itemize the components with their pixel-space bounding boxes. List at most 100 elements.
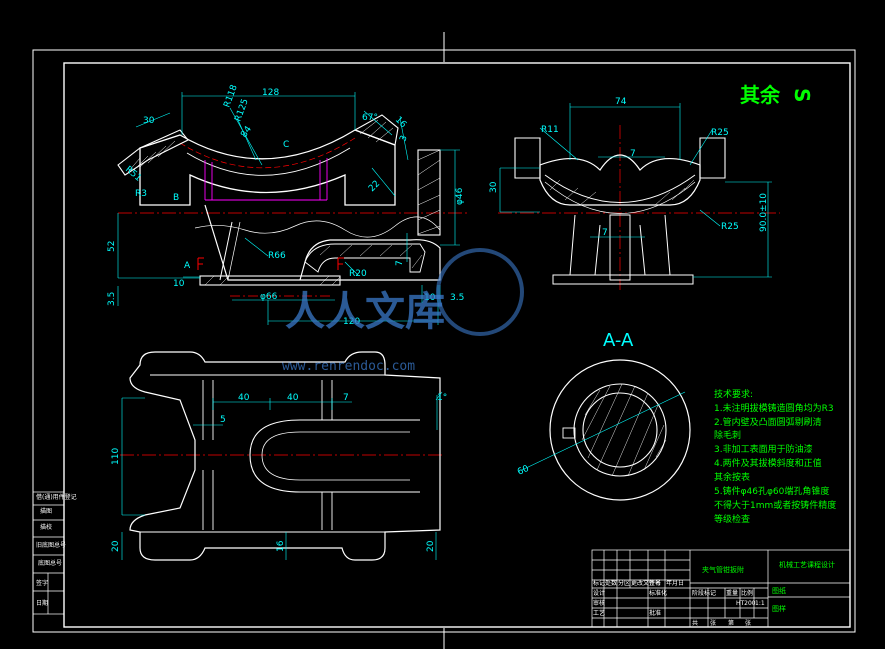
inner-border (63, 62, 851, 628)
dim-text: 84 (239, 124, 254, 139)
code-label: 图纸 (772, 586, 786, 595)
dim-text: 3 (398, 134, 409, 143)
tb-cell: 签名 (649, 579, 661, 587)
tb-cell: 共 (692, 619, 698, 627)
tb-cell: 处数 (605, 579, 617, 587)
tech-requirements: 技术要求: 1.未注明拔模铸造圆角均为R3 2.管内壁及凸面圆弧剔刷清 除毛刺 … (714, 388, 836, 525)
tb-cell: 第 (728, 619, 734, 627)
watermark: 人人文库 www.renrendoc.com (282, 248, 524, 374)
tb-cell: 标准化 (649, 589, 667, 597)
tb-cell: 年月日 (666, 579, 684, 587)
dim-text: 3.5 (107, 292, 117, 306)
dim-text: R11 (541, 125, 559, 135)
dim-text: 10 (424, 293, 436, 303)
dim-text: A (184, 261, 191, 271)
dim-text: 7 (395, 260, 405, 266)
side-strip-label: 旧底图总号 (36, 541, 66, 549)
side-strip-labels: 借(通)用件登记 描图 描校 旧底图总号 底图总号 签字 日期 (36, 493, 77, 607)
dim-text: R3 (135, 189, 147, 199)
tb-cell: 比例 (741, 589, 753, 597)
dim-text: C (283, 140, 289, 150)
tb-cell: 1:1 (755, 600, 765, 607)
dim-text: 60 (516, 464, 531, 478)
tb-cell: HT200 (736, 600, 756, 607)
dim-text: R125 (233, 98, 250, 123)
dim-text: 30 (489, 181, 499, 193)
dim-text: φ66 (260, 292, 278, 302)
dim-text: 40 (287, 393, 299, 403)
watermark-text: 人人文库 (285, 289, 445, 335)
tb-cell: 张 (745, 619, 751, 627)
section-markers (197, 257, 344, 270)
section-aa[interactable] (521, 359, 691, 501)
tb-cell: 设计 (593, 589, 605, 597)
tb-cell: 审核 (593, 599, 605, 607)
tech-line: 1.未注明拔模铸造圆角均为R3 (714, 402, 834, 414)
watermark-url: www.renrendoc.com (282, 359, 415, 374)
dim-text: 74 (615, 97, 627, 107)
dim-text: φ46 (455, 187, 465, 205)
title-block-text: 夹气管钳扳附 机械工艺课程设计 图纸 图样 标记 处数 分区 更改文件号 签名 … (593, 560, 835, 627)
tech-line: 不得大于1mm或者按铸件精度 (714, 499, 836, 511)
side-strip (32, 491, 65, 615)
tb-cell: 标记 (593, 579, 605, 587)
side-strip-label: 日期 (36, 599, 48, 607)
side-view-dimensions (499, 103, 772, 278)
tb-cell: 阶段标记 (692, 589, 716, 597)
side-view-dim-texts: 74 R11 R25 R25 30 7 7 90.0±10 (489, 97, 769, 238)
tb-cell: 张 (710, 619, 716, 627)
tech-line: 除毛刺 (714, 429, 741, 441)
dim-text: 20 (426, 540, 436, 552)
section-title: A-A (603, 330, 634, 351)
dim-text: 128 (262, 88, 279, 98)
corner-label: 其余 (740, 83, 781, 107)
side-strip-label: 描校 (40, 523, 52, 531)
dim-text: 3.5 (450, 293, 464, 303)
tech-line: 3.非加工表面用于防油漆 (714, 443, 813, 455)
title-block (591, 549, 851, 628)
tech-line: 4.两件及其拔模斜度和正值 (714, 457, 822, 469)
dim-text: 16 (393, 115, 408, 130)
dim-text: 67° (362, 113, 378, 123)
dim-text: 30 (143, 116, 155, 126)
dim-text: R25 (721, 222, 739, 232)
dim-text: 16 (276, 540, 286, 552)
dim-text: 1° (437, 393, 447, 403)
tech-title: 技术要求: (714, 388, 753, 400)
front-view[interactable] (117, 114, 470, 297)
outer-border (32, 49, 856, 633)
dim-text: 22 (367, 179, 382, 194)
dim-text: 5 (220, 415, 226, 425)
side-strip-label: 底图总号 (38, 559, 62, 567)
top-view-dimensions (121, 391, 443, 560)
side-strip-label: 借(通)用件登记 (36, 493, 77, 501)
side-view[interactable] (498, 125, 780, 290)
dim-text: R20 (349, 269, 367, 279)
dim-text: 20 (111, 540, 121, 552)
dim-text: 110 (111, 448, 121, 465)
dim-text: R66 (268, 251, 286, 261)
side-strip-label: 签字 (36, 579, 48, 587)
dim-text: B (173, 193, 179, 203)
dim-text: 10 (173, 279, 185, 289)
tb-cell: 工艺 (593, 609, 605, 617)
dim-text: 7 (343, 393, 349, 403)
dim-text: 7 (602, 228, 608, 238)
top-view-dim-texts: 40 40 7 5 110 20 16 20 1° (111, 393, 447, 552)
tech-line: 其余按表 (714, 471, 750, 483)
tb-cell: 重量 (726, 589, 738, 597)
tb-cell: 更改文件号 (631, 579, 661, 587)
tb-cell: 批准 (649, 609, 661, 617)
corner-symbol: S (790, 88, 814, 102)
tb-cell: 分区 (618, 579, 630, 587)
side-strip-label: 描图 (40, 507, 52, 515)
dim-text: 120 (343, 317, 360, 327)
dim-text: 90.0±10 (759, 193, 769, 232)
dim-text: 7 (630, 149, 636, 159)
top-view[interactable] (120, 351, 445, 561)
part-name: 夹气管钳扳附 (702, 565, 744, 574)
tech-line: 5.铸件φ46孔φ60端孔角锥度 (714, 485, 829, 497)
dim-text: R25 (711, 128, 729, 138)
